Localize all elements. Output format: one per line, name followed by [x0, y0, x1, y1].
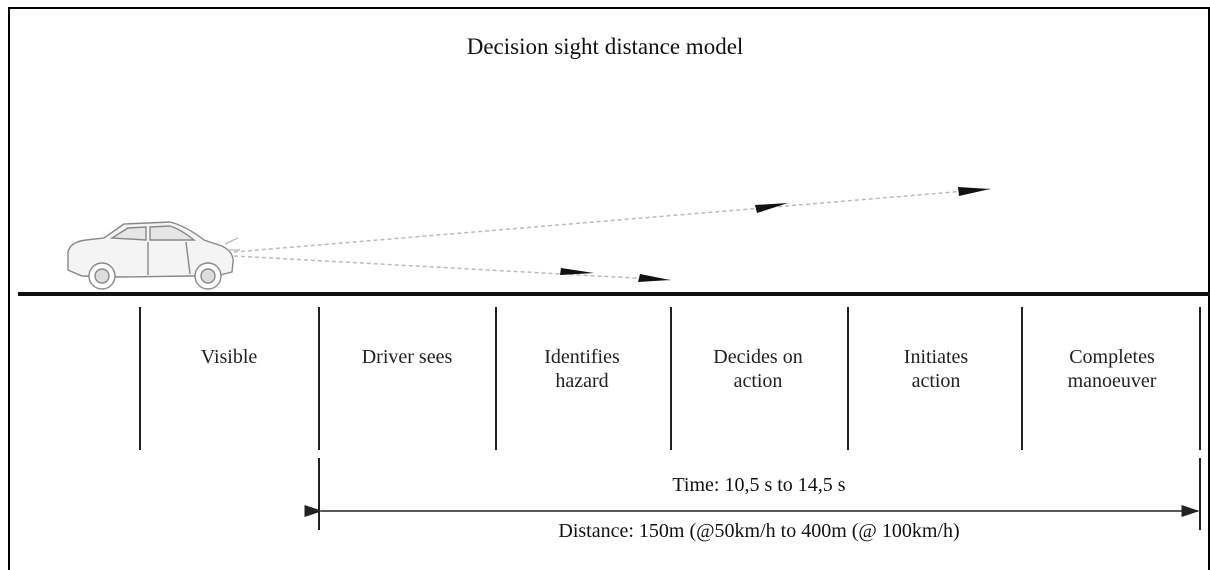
stage-label-identifies-hazard: Identifies hazard [544, 346, 620, 392]
arrowhead-upper-2 [958, 187, 990, 196]
arrowhead-upper-1 [755, 203, 788, 213]
time-label: Time: 10,5 s to 14,5 s [672, 474, 846, 496]
road-line [18, 292, 1210, 296]
stage-label-visible: Visible [200, 346, 258, 368]
diagram-frame [8, 7, 1210, 570]
stage-label-decides-on-action: Decides on action [713, 346, 803, 392]
distance-label: Distance: 150m (@50km/h to 400m (@ 100km… [558, 520, 960, 542]
sight-line-lower [233, 255, 671, 281]
diagram-title: Decision sight distance model [466, 34, 744, 59]
stage-label-initiates-action: Initiates action [903, 346, 969, 392]
stage-dividers [139, 307, 1201, 450]
stage-label-completes-manoeuver: Completes manoeuver [1067, 346, 1157, 392]
sight-line-upper [233, 188, 991, 253]
arrowhead-lower-2 [638, 274, 670, 282]
stage-label-driver-sees: Driver sees [361, 346, 453, 368]
car-icon [67, 221, 240, 290]
arrowhead-lower-1 [560, 268, 594, 275]
